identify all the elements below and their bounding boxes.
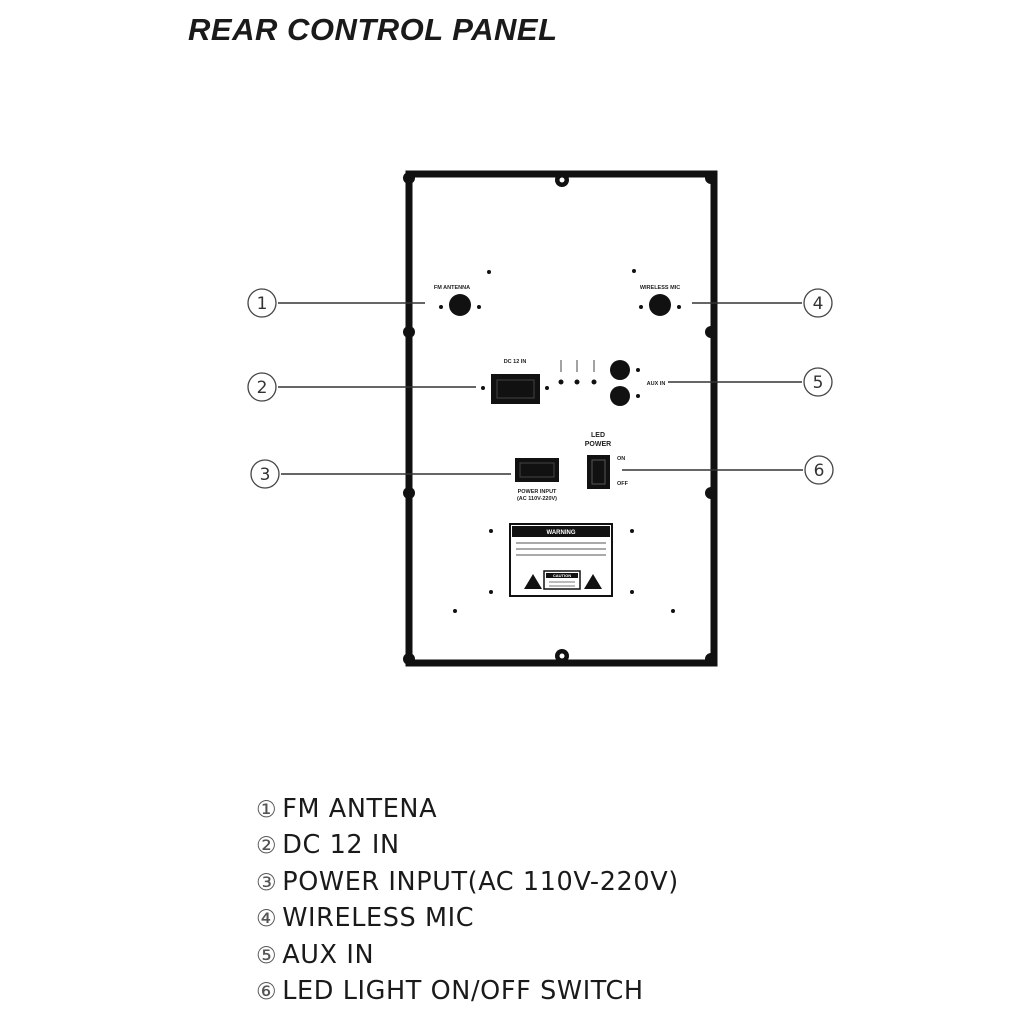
legend-label: AUX IN: [282, 939, 375, 970]
legend-number: ②: [256, 833, 278, 860]
callout-numbers: 1 2 3 4 5 6: [247, 288, 834, 489]
legend-number: ③: [256, 869, 278, 896]
aux-in-jacks[interactable]: AUX IN: [610, 360, 665, 406]
wireless-mic-label: WIRELESS MIC: [640, 285, 680, 291]
power-label: POWER: [585, 441, 611, 448]
legend-number: ①: [256, 797, 278, 823]
caution-title: CAUTION: [553, 573, 571, 578]
dc-12v-socket[interactable]: DC 12 IN: [481, 359, 549, 404]
legend-label: POWER INPUT(AC 110V-220V): [282, 866, 679, 897]
legend-number: ⑥: [256, 979, 278, 1006]
power-input-voltage-label: (AC 110V-220V): [517, 496, 557, 502]
mounting-screws: [403, 172, 717, 665]
fm-antenna-jack[interactable]: FM ANTENNA: [434, 270, 491, 316]
callout-4-label: 4: [813, 294, 824, 314]
plate-screw-holes: [453, 529, 675, 613]
dc-12v-label: DC 12 IN: [504, 359, 527, 365]
legend-label: FM ANTENA: [282, 794, 438, 824]
warning-label: WARNING CAUTION: [509, 523, 613, 597]
page-title: REAR CONTROL PANEL: [188, 12, 558, 47]
callout-3-label: 3: [260, 465, 271, 485]
callout-5-label: 5: [813, 373, 824, 393]
legend-number: ④: [256, 906, 278, 933]
warning-title: WARNING: [547, 530, 576, 536]
power-input-socket[interactable]: POWER INPUT (AC 110V-220V): [515, 458, 559, 502]
led-power-switch[interactable]: LED POWER ON OFF: [585, 432, 629, 489]
fm-antenna-label: FM ANTENNA: [434, 285, 470, 291]
led-label: LED: [591, 432, 605, 439]
switch-on-label: ON: [617, 456, 625, 462]
switch-off-label: OFF: [617, 481, 629, 487]
legend-label: LED LIGHT ON/OFF SWITCH: [282, 976, 644, 1007]
legend-number: ⑤: [256, 942, 278, 969]
callout-6-label: 6: [814, 461, 825, 481]
warning-triangle-left-icon: [524, 574, 542, 589]
aux-in-label: AUX IN: [647, 381, 666, 387]
rear-panel: [403, 170, 718, 667]
legend-label: DC 12 IN: [282, 830, 400, 861]
legend-label: WIRELESS MIC: [282, 903, 475, 934]
warning-triangle-right-icon: [584, 574, 602, 589]
callout-2-label: 2: [257, 378, 268, 398]
power-input-label: POWER INPUT: [518, 489, 557, 495]
callout-lines: [278, 302, 803, 475]
wireless-mic-jack[interactable]: WIRELESS MIC: [632, 269, 681, 316]
callout-1-label: 1: [257, 294, 268, 314]
indicator-leds: [558, 360, 597, 385]
